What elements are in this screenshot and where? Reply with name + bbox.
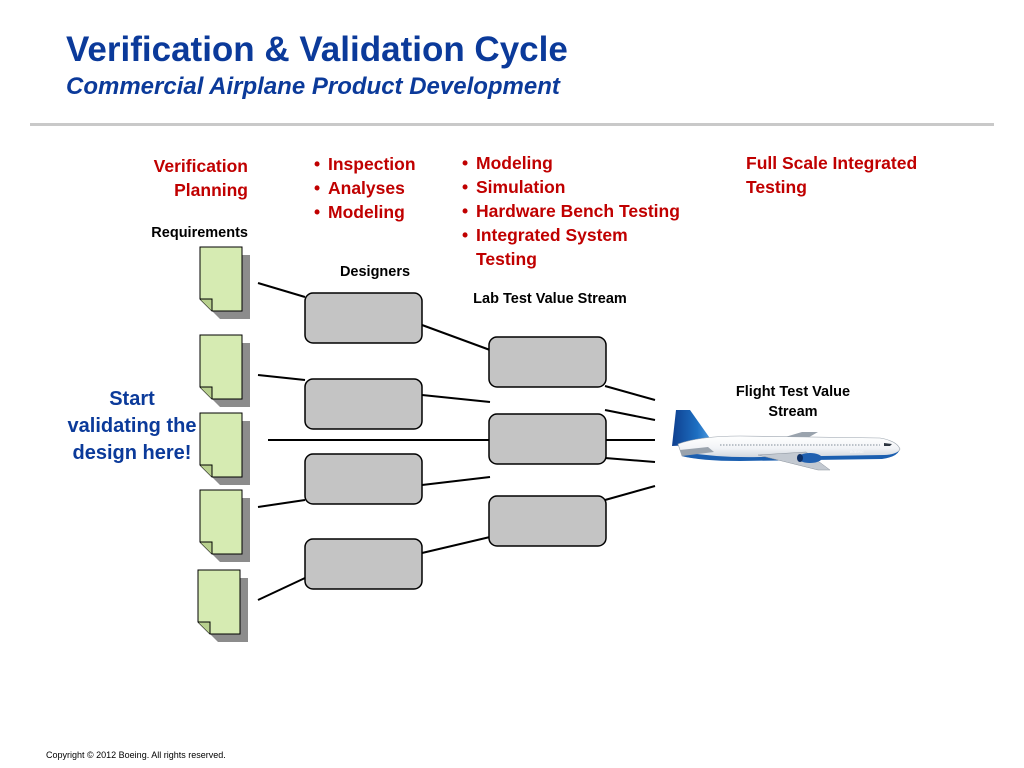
requirement-document [199,334,250,407]
airplane-logo-text: BOEING [850,450,864,454]
designer-boxes [304,292,423,590]
list-item: Inspection [314,152,416,176]
designer-box [304,538,423,590]
list-item: Simulation [462,175,680,199]
page-subtitle: Commercial Airplane Product Development [66,73,560,100]
flight-test-stream-label: Flight Test Value Stream [735,384,851,420]
list-item: Integrated System Testing [462,223,646,271]
copyright-notice: Copyright © 2012 Boeing. All rights rese… [46,750,226,760]
airplane-icon: BOEING [672,410,901,471]
designer-methods-list: Inspection Analyses Modeling [314,152,416,224]
start-validating-callout: Start validating the design here! [67,388,197,464]
designers-label: Designers [339,264,411,280]
connector-line [257,282,306,298]
designer-box [304,378,423,430]
list-item: Hardware Bench Testing [462,199,680,223]
list-item: Modeling [462,151,680,175]
requirements-documents [197,246,250,642]
lab-test-box [488,336,607,388]
connector-line [421,394,491,403]
connector-line [421,324,491,351]
connector-line [257,499,306,508]
connector-line [257,577,306,601]
page-title: Verification & Validation Cycle [66,30,568,69]
lab-test-stream-label: Lab Test Value Stream [473,291,627,307]
list-item: Analyses [314,176,416,200]
verification-planning-label: Verification Planning [153,156,248,200]
connector-line [257,374,306,381]
requirement-document [199,246,250,319]
list-item: Modeling [314,200,416,224]
connector-line [421,476,491,486]
connector-line [604,409,656,421]
requirement-document [199,412,250,485]
connector-line [604,385,656,401]
connector-line [604,457,656,463]
lab-test-box [488,495,607,547]
designer-box [304,292,423,344]
connector-line [421,536,491,554]
designer-box [304,453,423,505]
connector-lines [257,282,656,601]
lab-test-boxes [488,336,607,547]
title-divider [30,123,994,126]
full-scale-testing-label: Full Scale Integrated Testing [746,153,918,197]
requirement-document [199,489,250,562]
requirement-document [197,569,248,642]
requirements-label: Requirements [151,225,248,241]
lab-test-box [488,413,607,465]
connector-line [604,485,656,501]
lab-methods-list: Modeling Simulation Hardware Bench Testi… [462,151,680,271]
